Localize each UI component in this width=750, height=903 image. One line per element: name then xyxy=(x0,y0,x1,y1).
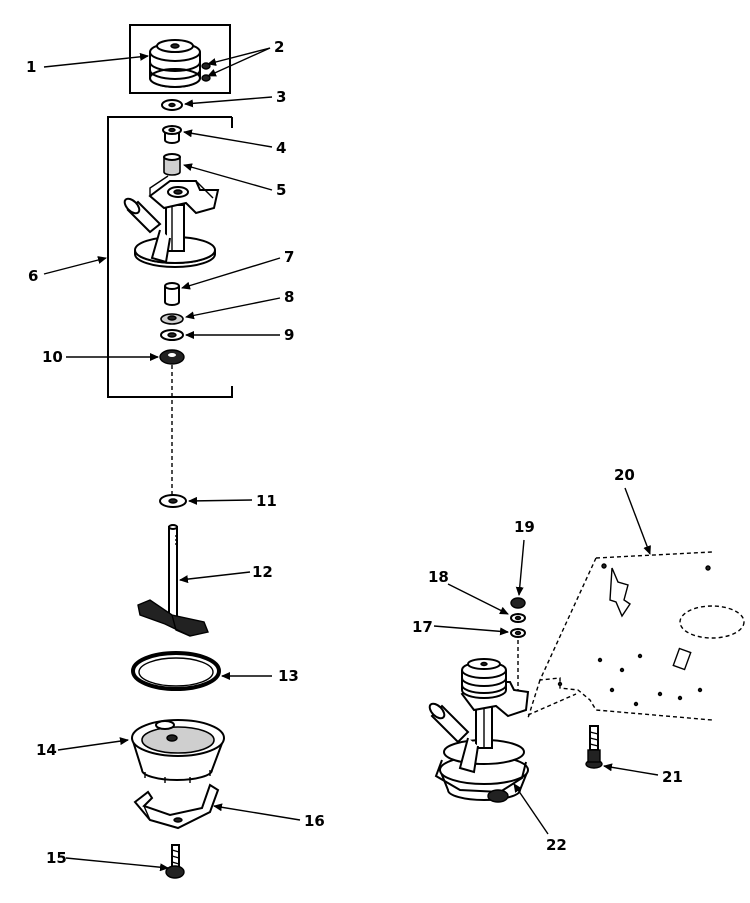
part-14-pump-cover xyxy=(131,719,225,783)
part-10-nut xyxy=(159,349,185,365)
part-8-seal xyxy=(160,313,184,325)
callout-14: 14 xyxy=(36,741,57,759)
part-3-washer xyxy=(161,99,183,111)
callout-20: 20 xyxy=(614,466,635,484)
part-1-pulley xyxy=(149,39,201,88)
part-2-set-screws xyxy=(201,62,211,82)
callout-2: 2 xyxy=(274,38,284,56)
part-16-clamp xyxy=(133,783,220,830)
callout-22: 22 xyxy=(546,836,567,854)
callout-1: 1 xyxy=(26,58,36,76)
part-20-mounting-plate xyxy=(527,551,745,721)
part-6-pump-housing xyxy=(123,175,220,268)
leader-lines xyxy=(43,47,659,872)
callout-19: 19 xyxy=(514,518,535,536)
callout-11: 11 xyxy=(256,492,277,510)
part-17-washer xyxy=(510,628,526,638)
part-18-washer xyxy=(510,613,526,623)
pump-group-box xyxy=(107,116,233,398)
callout-12: 12 xyxy=(252,563,273,581)
callout-18: 18 xyxy=(428,568,449,586)
part-9-washer xyxy=(160,329,184,341)
part-7-sleeve xyxy=(164,282,180,306)
callout-8: 8 xyxy=(284,288,294,306)
part-15-thumb-screw xyxy=(165,844,185,879)
part-12-impeller-shaft xyxy=(137,524,209,637)
callout-13: 13 xyxy=(278,667,299,685)
callout-16: 16 xyxy=(304,812,325,830)
callout-4: 4 xyxy=(276,139,286,157)
callout-15: 15 xyxy=(46,849,67,867)
part-11-washer xyxy=(159,494,187,508)
callout-17: 17 xyxy=(412,618,433,636)
callout-5: 5 xyxy=(276,181,286,199)
callout-10: 10 xyxy=(42,348,63,366)
callout-3: 3 xyxy=(276,88,286,106)
callout-6: 6 xyxy=(28,267,38,285)
part-21-screw xyxy=(585,725,603,769)
part-5-bearing xyxy=(163,153,181,176)
part-4-bushing xyxy=(162,125,182,144)
callout-21: 21 xyxy=(662,768,683,786)
assembly-connector xyxy=(527,693,577,716)
callout-9: 9 xyxy=(284,326,294,344)
part-22-pump-assembly xyxy=(428,658,530,803)
part-19-nut xyxy=(510,597,526,609)
callout-7: 7 xyxy=(284,248,294,266)
callout-labels: 1 2 3 4 5 6 7 8 9 10 11 12 13 14 15 16 1… xyxy=(26,38,683,867)
part-13-gasket xyxy=(131,651,221,691)
